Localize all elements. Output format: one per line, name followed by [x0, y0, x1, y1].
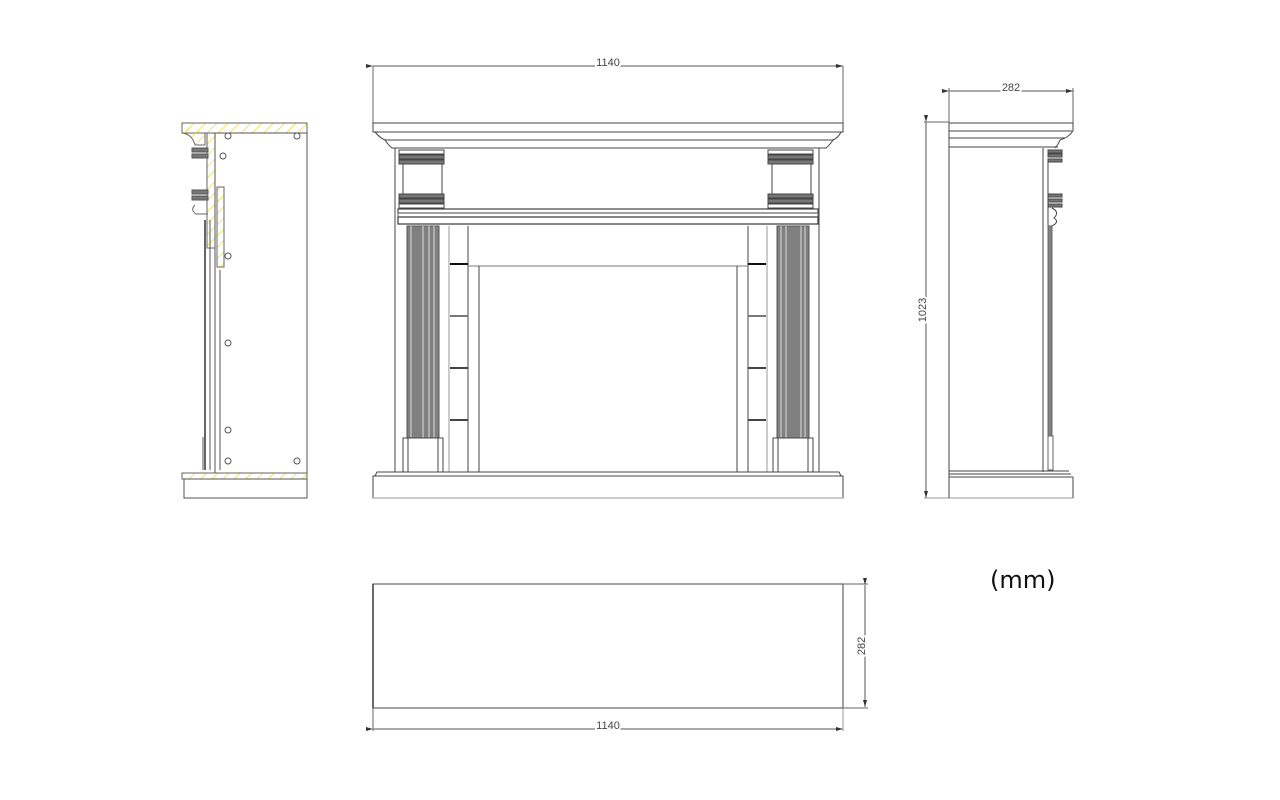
front-width-dimension: 1140	[596, 57, 620, 69]
units-label: (mm)	[990, 566, 1056, 594]
left-fluted-column	[402, 225, 444, 473]
front-elevation-view	[366, 64, 844, 499]
right-fluted-column	[772, 225, 814, 473]
right-column-capital	[767, 149, 814, 209]
plan-depth-dimension: 282	[856, 637, 868, 655]
side-height-dimension: 1023	[917, 298, 929, 322]
side-section-view	[181, 122, 308, 499]
left-column-capital	[398, 149, 445, 209]
plan-width-dimension: 1140	[596, 720, 620, 732]
side-depth-dimension: 282	[1002, 82, 1020, 94]
top-plan-view	[366, 578, 868, 731]
side-elevation-view	[924, 88, 1074, 499]
